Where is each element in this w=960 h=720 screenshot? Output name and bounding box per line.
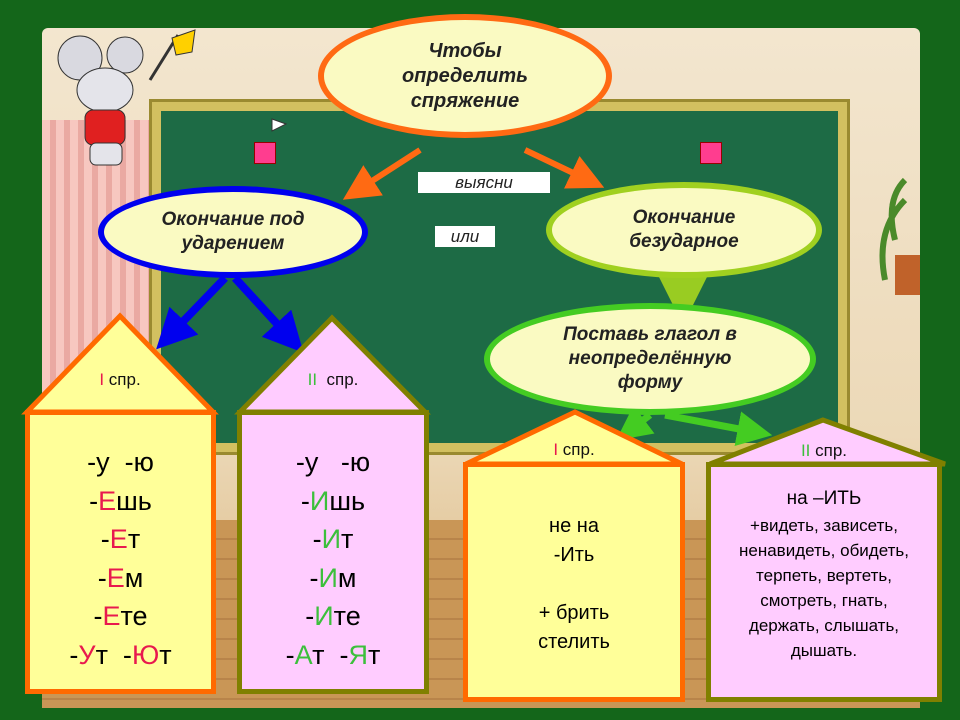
ending-line: + брить	[538, 602, 610, 624]
ending-text: -	[69, 639, 79, 670]
ending-text: -	[285, 639, 295, 670]
ending-text: -	[97, 562, 107, 593]
ending-vowel: А	[294, 639, 313, 670]
ending-text: м	[124, 562, 144, 593]
ending-line: -Ить	[553, 544, 595, 566]
house1-body: -у -ю-Ешь-Ет-Ем-Ете-Ут -Ют	[25, 410, 216, 694]
ending-line: -у -ю	[30, 443, 211, 482]
ending-text: шь	[116, 485, 152, 516]
ending-vowel: И	[321, 524, 342, 554]
ending-line: на –ИТЬ	[786, 488, 862, 509]
ending-line: -Ит	[242, 520, 424, 559]
ending-line	[468, 570, 680, 599]
ending-text: т -	[95, 639, 132, 670]
ending-text: -	[89, 485, 99, 516]
ending-text: шь	[329, 485, 366, 516]
ending-line: не на	[549, 515, 599, 537]
house-header: II спр.	[800, 441, 848, 460]
mouse-mascot-icon	[57, 29, 196, 166]
arrow-to-conj2-b	[664, 411, 773, 446]
ending-text: -у -ю	[87, 447, 154, 477]
ending-text: т -	[312, 639, 349, 670]
house4-body: на –ИТЬ +видеть, зависеть, ненавидеть, оби…	[706, 462, 942, 702]
stressed-bubble: Окончание под ударением	[98, 186, 368, 278]
arrow-to-unstressed	[523, 147, 605, 189]
ending-line: -Ем	[30, 559, 211, 598]
ending-line: держать, слышать,	[748, 616, 900, 635]
house3-body: не на -Ить + брить стелить	[463, 462, 685, 702]
ending-text: т	[127, 524, 141, 554]
infinitive-bubble: Поставь глагол в неопределённую форму	[484, 303, 816, 415]
arrow-to-conj1	[156, 275, 228, 350]
ending-vowel: Е	[109, 524, 128, 554]
ending-text: т	[367, 639, 381, 670]
ending-vowel: У	[78, 639, 96, 670]
ending-line: -Ете	[30, 597, 211, 636]
ending-vowel: Ю	[131, 639, 160, 670]
ending-text: -	[312, 524, 322, 554]
ending-line: -Ет	[30, 520, 211, 559]
ending-vowel: Е	[102, 601, 121, 631]
ending-line: стелить	[538, 631, 610, 653]
unstressed-text: Окончание безударное	[629, 207, 739, 252]
house-header: I спр.	[99, 370, 141, 389]
tag-or: или	[435, 226, 495, 247]
ending-vowel: И	[309, 485, 330, 516]
ending-line: -Ишь	[242, 482, 424, 521]
infinitive-text: Поставь глагол в неопределённую форму	[563, 324, 737, 393]
house-header: II спр.	[307, 370, 359, 389]
ending-line: -Ат -Ят	[242, 636, 424, 675]
ending-vowel: Е	[98, 485, 117, 516]
ending-vowel: И	[318, 562, 338, 593]
ending-text: -	[93, 601, 103, 631]
tag-find-out: выясни	[418, 172, 550, 193]
ending-vowel: Я	[348, 639, 368, 670]
ending-text: те	[120, 601, 148, 631]
ending-text: м	[337, 562, 357, 593]
ending-line: смотреть, гнать,	[760, 591, 888, 610]
stressed-text: Окончание под ударением	[161, 209, 305, 254]
ending-line: -Ите	[242, 597, 424, 636]
ending-line: -у -ю	[242, 443, 424, 482]
ending-text: -у -ю	[295, 447, 371, 477]
ending-vowel: Е	[106, 562, 125, 593]
arrow-to-conj1-b	[616, 405, 655, 441]
ending-text: -	[100, 524, 110, 554]
ending-line: -Им	[242, 559, 424, 598]
cursor-icon	[271, 118, 288, 132]
top-bubble: Чтобы определить спряжение	[318, 14, 612, 138]
house-header: I спр.	[553, 440, 595, 459]
ending-line: ненавидеть, обидеть,	[739, 541, 909, 560]
ending-text: те	[333, 601, 361, 631]
ending-line: -Ут -Ют	[30, 636, 211, 675]
ending-text: т	[159, 639, 172, 670]
ending-text: -	[305, 601, 315, 631]
arrow-to-stressed	[342, 147, 422, 200]
ending-vowel: И	[314, 601, 334, 631]
ending-text: т	[341, 524, 354, 554]
house1-roof	[21, 312, 219, 415]
ending-line: терпеть, вертеть,	[756, 566, 892, 585]
top-bubble-text: Чтобы определить спряжение	[401, 39, 529, 112]
house2-roof	[234, 314, 431, 415]
ending-line: дышать.	[790, 641, 858, 660]
house2-body: -у -ю-Ишь-Ит-Им-Ите-Ат -Ят	[237, 410, 429, 694]
pink-square-icon	[254, 142, 276, 164]
ending-text: -	[300, 485, 310, 516]
plant-icon	[879, 177, 920, 295]
ending-line: +видеть, зависеть,	[750, 516, 898, 535]
ending-line: -Ешь	[30, 482, 211, 521]
pink-square-icon	[700, 142, 722, 164]
ending-text: -	[309, 562, 319, 593]
arrow-to-conj2	[232, 275, 304, 353]
unstressed-bubble: Окончание безударное	[546, 182, 822, 278]
